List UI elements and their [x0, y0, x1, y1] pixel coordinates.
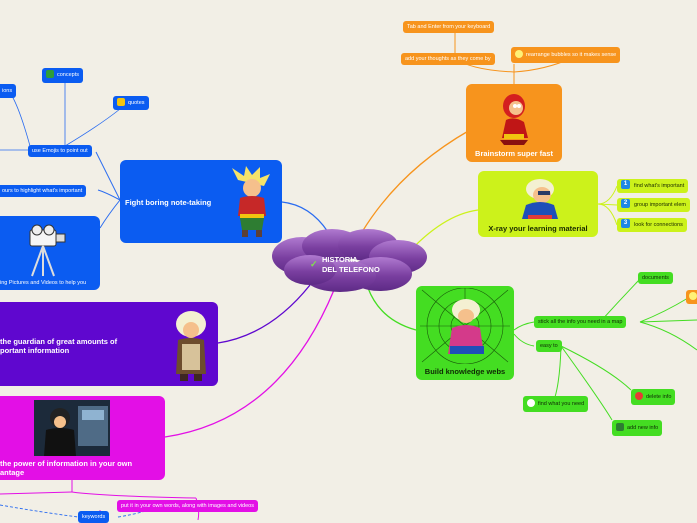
emojis-label: use Emojis to point out	[32, 148, 88, 154]
keywords-item[interactable]: keywords	[78, 511, 110, 523]
find-item[interactable]: find what you need	[523, 396, 589, 412]
topic-boring[interactable]: Fight boring note-taking	[120, 160, 282, 243]
delete-label: delete info	[646, 394, 672, 400]
lightbulb-item[interactable]	[686, 290, 697, 304]
find-label: find what you need	[538, 401, 585, 407]
xray-item-1[interactable]: 1 find what's important	[617, 179, 689, 193]
green-book-icon	[46, 69, 54, 78]
pictures-item[interactable]: ing Pictures and Videos to help you	[0, 216, 100, 290]
topic-power[interactable]: the power of information in your own ant…	[0, 396, 165, 480]
ions-label: ions	[2, 88, 13, 94]
central-title-line1: HISTORIA	[322, 255, 358, 264]
add-info-item[interactable]: add new info	[612, 420, 663, 436]
quotes-item[interactable]: quotes	[113, 96, 149, 110]
central-title-line2: DEL TELEFONO	[322, 265, 380, 274]
colours-item[interactable]: ours to highlight what's important	[0, 185, 87, 197]
topic-guardian-label: the guardian of great amounts of portant…	[0, 337, 118, 355]
concepts-label: concepts	[57, 72, 80, 78]
pictures-label: ing Pictures and Videos to help you	[0, 280, 87, 286]
central-topic[interactable]: ✓ HISTORIA DEL TELEFONO	[270, 226, 428, 294]
ions-item[interactable]: ions	[0, 84, 17, 98]
documents-label: documents	[642, 275, 669, 281]
mascot-boring-image	[232, 166, 270, 237]
easy-to-item[interactable]: easy to	[536, 340, 562, 352]
lightbulb-icon	[515, 49, 523, 58]
add-thoughts-label: add your thoughts as they come by	[405, 56, 491, 62]
topic-brainstorm-label: Brainstorm super fast	[475, 149, 553, 158]
keywords-label: keywords	[82, 514, 106, 520]
check-icon: ✓	[310, 259, 318, 269]
mascot-knowledge-image	[420, 288, 510, 364]
xray-item-2-label: group important elem	[634, 202, 686, 208]
number-2-icon: 2	[621, 199, 630, 209]
cloud-shape	[272, 229, 427, 292]
tab-enter-item[interactable]: Tab and Enter from your keyboard	[403, 21, 495, 33]
no-entry-icon	[635, 391, 643, 400]
rearrange-item[interactable]: rearrange bubbles so it makes sense	[511, 47, 621, 63]
topic-knowledge-label: Build knowledge webs	[424, 367, 506, 376]
xray-item-2[interactable]: 2 group important elem	[617, 198, 690, 212]
stick-info-item[interactable]: stick all the info you need in a map	[534, 316, 627, 328]
mascot-brainstorm-image	[500, 94, 528, 145]
number-3-icon: 3	[621, 219, 630, 229]
camera-image	[29, 224, 66, 277]
delete-item[interactable]: delete info	[631, 389, 676, 405]
stick-info-label: stick all the info you need in a map	[538, 319, 623, 325]
xray-item-3-label: look for connections	[634, 222, 683, 228]
add-info-label: add new info	[627, 425, 659, 431]
own-words-item[interactable]: put it in your own words, along with ima…	[117, 500, 258, 512]
documents-item[interactable]: documents	[638, 272, 673, 284]
topic-xray-label: X-ray your learning material	[488, 224, 588, 233]
number-1-icon: 1	[621, 180, 630, 190]
topic-guardian[interactable]: the guardian of great amounts of portant…	[0, 302, 218, 386]
mascot-xray-image	[522, 179, 558, 219]
rearrange-label: rearrange bubbles so it makes sense	[526, 52, 617, 58]
own-words-label: put it in your own words, along with ima…	[121, 503, 254, 509]
concepts-item[interactable]: concepts	[42, 68, 84, 83]
topic-boring-label: Fight boring note-taking	[125, 198, 212, 207]
mascot-guardian-image	[176, 311, 206, 381]
book-icon	[616, 422, 624, 431]
mascot-power-image	[34, 400, 110, 456]
quotes-label: quotes	[128, 100, 145, 106]
quote-icon	[117, 97, 125, 106]
topic-brainstorm[interactable]: Brainstorm super fast	[466, 84, 562, 162]
easy-to-label: easy to	[540, 343, 558, 349]
topic-knowledge[interactable]: Build knowledge webs	[416, 286, 514, 380]
magnifier-icon	[527, 398, 535, 407]
topic-xray[interactable]: X-ray your learning material	[478, 171, 598, 237]
tab-enter-label: Tab and Enter from your keyboard	[407, 24, 491, 30]
colours-label: ours to highlight what's important	[2, 188, 83, 194]
add-thoughts-item[interactable]: add your thoughts as they come by	[401, 53, 495, 65]
xray-item-1-label: find what's important	[634, 183, 685, 189]
topic-power-label: the power of information in your own ant…	[0, 459, 133, 477]
lightbulb-icon	[689, 292, 697, 301]
xray-item-3[interactable]: 3 look for connections	[617, 218, 687, 232]
emojis-item[interactable]: use Emojis to point out	[28, 145, 92, 157]
